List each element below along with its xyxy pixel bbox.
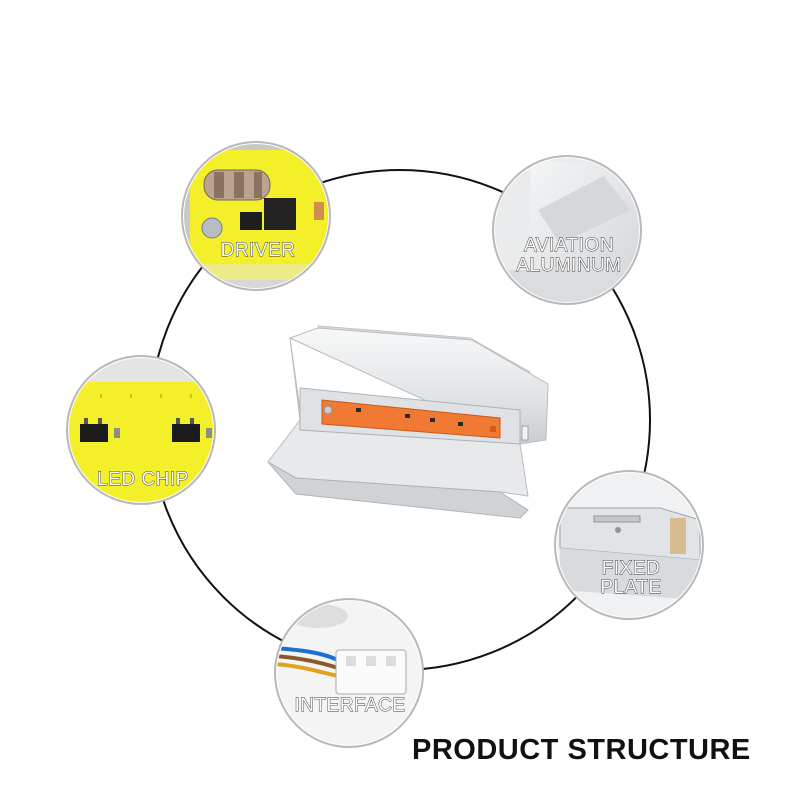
callout-fixed-plate: FIXED PLATE [554, 470, 704, 620]
aviation-label-line1: AVIATION [524, 235, 614, 256]
interface-label: INTERFACE [294, 695, 405, 716]
callout-led-chip: LED CHIP [66, 355, 216, 505]
aviation-label-line2: ALUMINUM [516, 255, 621, 276]
led-chip-label: LED CHIP [97, 469, 189, 490]
driver-label: DRIVER [221, 240, 296, 261]
fixed-plate-label-line1: FIXED [602, 558, 660, 579]
callout-aviation-aluminum: AVIATION ALUMINUM [492, 155, 642, 305]
callout-driver: DRIVER [181, 141, 331, 291]
callout-interface: INTERFACE [274, 598, 424, 748]
fixed-plate-label-line2: PLATE [600, 577, 661, 598]
page-title: PRODUCT STRUCTURE [412, 734, 751, 766]
led-module-product-image [267, 325, 549, 519]
